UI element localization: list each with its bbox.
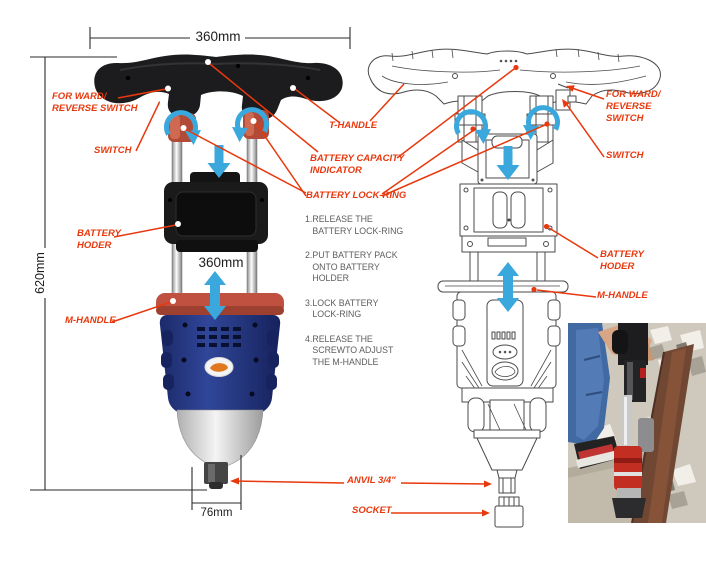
instruction-steps: 1.RELEASE THE BATTERY LOCK-RING 2.PUT BA… xyxy=(305,214,425,381)
motion-arrows xyxy=(164,105,560,320)
anvil-photo xyxy=(204,462,228,489)
label-t-handle: T-HANDLE xyxy=(329,120,378,131)
label-anvil: ANVIL 3/4" xyxy=(347,475,396,486)
callout-arrowheads xyxy=(230,85,575,517)
anvil-drawing xyxy=(496,469,518,494)
callout-dots-left xyxy=(159,59,296,304)
label-battery-holder-left: BATTERY HODER xyxy=(77,228,121,251)
label-m-handle-right: M-HANDLE xyxy=(597,290,648,301)
dimension-overall-height: 620mm xyxy=(33,252,47,294)
tool-body-photo xyxy=(159,315,281,414)
battery-holder-photo xyxy=(164,172,268,252)
dimension-adjust-travel: 360mm xyxy=(198,255,244,270)
label-switch-left: SWITCH xyxy=(94,145,132,156)
label-socket: SOCKET xyxy=(352,505,392,516)
down-arrow-icon xyxy=(496,146,520,180)
label-forward-reverse-switch-right: FOR WARD/ REVERSE SWITCH xyxy=(606,89,661,124)
dimension-head-width: 76mm xyxy=(200,507,233,519)
label-battery-holder-right: BATTERY HODER xyxy=(600,249,644,272)
dimension-top-width: 360mm xyxy=(195,29,241,44)
socket-drawing xyxy=(494,496,524,528)
label-switch-right: SWITCH xyxy=(606,150,644,161)
label-forward-reverse-switch-left: FOR WARD/ REVERSE SWITCH xyxy=(52,91,138,114)
dimension-lines xyxy=(30,27,351,510)
label-battery-capacity-indicator: BATTERY CAPACITY INDICATOR xyxy=(310,153,405,176)
double-arrow-icon xyxy=(204,271,226,320)
double-arrow-icon xyxy=(497,262,519,312)
instruction-step-3: 3.LOCK BATTERY LOCK-RING xyxy=(305,297,379,320)
product-photo-tool xyxy=(94,54,343,489)
label-battery-lock-ring: BATTERY LOCK-RING xyxy=(306,190,407,201)
instruction-step-4: 4.RELEASE THE SCREWTO ADJUST THE M-HANDL… xyxy=(305,333,394,367)
callout-lines xyxy=(111,63,605,514)
rotate-arrow-icon xyxy=(164,105,560,136)
battery-holder-drawing xyxy=(461,235,556,253)
hammer-case-photo xyxy=(176,409,264,468)
down-arrow-icon xyxy=(207,145,231,178)
instruction-step-1: 1.RELEASE THE BATTERY LOCK-RING xyxy=(305,214,404,236)
application-photo xyxy=(568,323,706,523)
tool-face-panel-drawing xyxy=(486,299,524,387)
t-handle-photo xyxy=(94,54,343,120)
battery-capacity-indicator-drawing xyxy=(499,59,518,63)
callout-dots-right xyxy=(470,64,550,293)
label-m-handle-left: M-HANDLE xyxy=(65,315,116,326)
instruction-step-2: 2.PUT BATTERY PACK ONTO BATTERY HOLDER xyxy=(305,250,398,283)
